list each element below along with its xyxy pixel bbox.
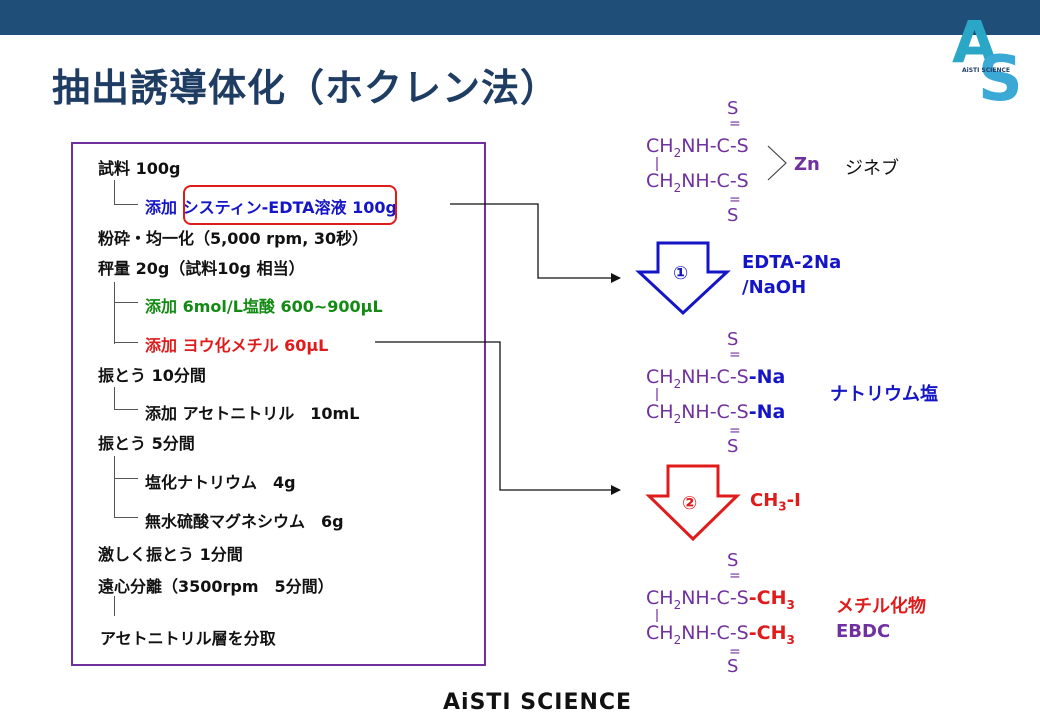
methyl-suffix: -CH — [748, 587, 787, 609]
tree-branch — [114, 342, 138, 343]
methyl-double-bond-top: = — [729, 568, 741, 584]
slide-title: 抽出誘導体化（ホクレン法） — [52, 66, 560, 110]
ch: CH — [646, 401, 674, 423]
arrow-1-reagent-line1: EDTA-2Na — [742, 252, 842, 273]
arrow-1-number: ① — [673, 263, 689, 284]
tree-branch — [114, 409, 138, 410]
reagent-ch: CH — [750, 490, 779, 511]
zineb-bracket — [767, 145, 787, 181]
zineb-s-top: S — [727, 98, 739, 119]
sodium-s-bottom: S — [727, 436, 739, 457]
ch: CH — [646, 366, 674, 388]
down-arrow-2 — [645, 464, 741, 542]
methyl-s-bottom: S — [727, 656, 739, 677]
methyl-row-2: CH2NH-C-S-CH3 — [646, 624, 795, 646]
down-arrow-1 — [635, 241, 731, 316]
step-add-methyl-iodide: 添加 ヨウ化メチル 60μL — [145, 336, 329, 355]
footer-brand: AiSTI SCIENCE — [443, 690, 633, 715]
subscript-2: 2 — [673, 180, 682, 195]
sodium-salt-name: ナトリウム塩 — [830, 384, 938, 405]
procedure-box — [71, 142, 486, 666]
chain: NH-C-S — [681, 587, 749, 609]
step-centrifuge: 遠心分離（3500rpm 5分間） — [98, 577, 334, 596]
zineb-double-bond-top: = — [729, 116, 741, 132]
arrow-2-number: ② — [682, 493, 698, 514]
methyl-suffix: -CH — [748, 622, 787, 644]
ch: CH — [646, 170, 674, 192]
reagent-subscript: 3 — [778, 499, 787, 514]
methyl-s-top: S — [727, 550, 739, 571]
subscript-2: 2 — [673, 145, 682, 160]
tree-branch — [114, 478, 138, 479]
step-weigh: 秤量 20g（試料10g 相当） — [98, 259, 305, 278]
subscript-2: 2 — [673, 632, 682, 647]
chain: NH-C-S — [681, 622, 749, 644]
sodium-row-1: CH2NH-C-S-Na — [646, 368, 785, 390]
methyl-row-1: CH2NH-C-S-CH3 — [646, 589, 795, 611]
zineb-name: ジネブ — [845, 158, 899, 179]
top-banner — [0, 0, 1040, 35]
tree-branch — [114, 204, 138, 205]
sodium-double-bond-bottom: = — [729, 423, 741, 439]
step-add-mgso4: 無水硫酸マグネシウム 6g — [145, 512, 344, 531]
methyl-name: メチル化物 — [836, 596, 926, 617]
step-add-nacl: 塩化ナトリウム 4g — [145, 473, 296, 492]
sodium-double-bond-top: = — [729, 347, 741, 363]
arrow-2-reagent: CH3-I — [750, 490, 801, 514]
step-add-acetonitrile: 添加 アセトニトリル 10mL — [145, 404, 360, 423]
zineb-s-bottom: S — [727, 205, 739, 226]
tree-line — [114, 282, 115, 344]
chain: NH-C-S — [681, 170, 749, 192]
chain: NH-C-S — [681, 366, 749, 388]
chain: NH-C-S — [681, 135, 749, 157]
ch: CH — [646, 587, 674, 609]
company-logo: A S AiSTI SCIENCE — [950, 8, 1030, 115]
sodium-suffix: -Na — [748, 401, 786, 423]
zineb-double-bond-bottom: = — [729, 192, 741, 208]
sodium-suffix: -Na — [748, 366, 786, 388]
tree-line — [114, 456, 115, 518]
step-shake-5min: 振とう 5分間 — [98, 434, 195, 453]
logo-letter-a: A — [952, 8, 997, 76]
ch: CH — [646, 622, 674, 644]
step-shake-vigorous: 激しく振とう 1分間 — [98, 545, 243, 564]
ebdc-label: EBDC — [836, 621, 891, 642]
step-homogenize: 粉砕・均一化（5,000 rpm, 30秒） — [98, 229, 369, 248]
subscript-2: 2 — [673, 376, 682, 391]
subscript-3: 3 — [786, 597, 795, 612]
chain: NH-C-S — [681, 401, 749, 423]
zineb-metal: Zn — [794, 154, 820, 175]
tree-line — [114, 180, 115, 204]
ch: CH — [646, 135, 674, 157]
step-collect-layer: アセトニトリル層を分取 — [100, 629, 276, 648]
step-shake-10min: 振とう 10分間 — [98, 366, 206, 385]
tree-line — [114, 387, 115, 409]
sodium-s-top: S — [727, 329, 739, 350]
step-add-hcl: 添加 6mol/L塩酸 600~900μL — [145, 297, 383, 316]
reagent-highlight-box — [183, 185, 397, 225]
arrow-1-reagent-line2: /NaOH — [742, 277, 807, 298]
step-add-cysteine: 添加 システィン-EDTA溶液 100g — [145, 194, 397, 218]
logo-letter-s: S — [978, 42, 1023, 115]
step-add-cysteine-text: システィン-EDTA溶液 100g — [182, 198, 397, 217]
methyl-double-bond-bottom: = — [729, 644, 741, 660]
tree-branch — [114, 302, 138, 303]
step-sample: 試料 100g — [98, 159, 181, 178]
step-add-prefix: 添加 — [145, 198, 183, 217]
tree-branch — [114, 517, 138, 518]
tree-line — [114, 596, 115, 616]
subscript-2: 2 — [673, 597, 682, 612]
zineb-row-1: CH2NH-C-S — [646, 137, 749, 159]
subscript-3: 3 — [786, 632, 795, 647]
subscript-2: 2 — [673, 411, 682, 426]
connector-line-1 — [450, 203, 621, 283]
sodium-row-2: CH2NH-C-S-Na — [646, 403, 785, 425]
connector-line-2 — [375, 341, 621, 495]
zineb-row-2: CH2NH-C-S — [646, 172, 749, 194]
logo-tagline: AiSTI SCIENCE — [962, 67, 1011, 74]
reagent-iodide: -I — [786, 490, 801, 511]
